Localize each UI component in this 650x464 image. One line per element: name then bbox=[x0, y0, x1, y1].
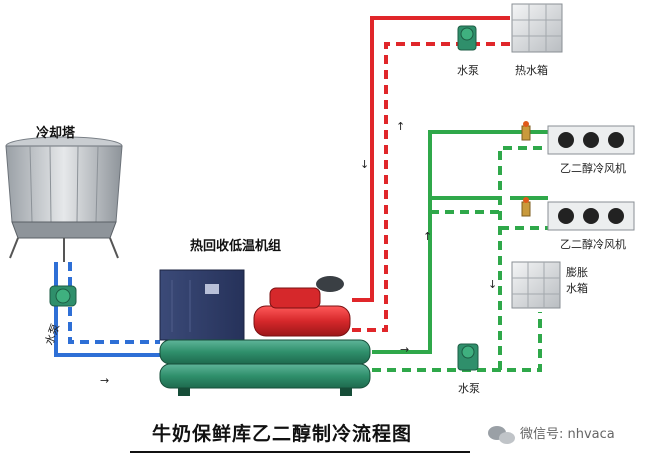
pump-icon bbox=[49, 285, 77, 307]
diagram-title: 牛奶保鲜库乙二醇制冷流程图 bbox=[152, 422, 412, 445]
fan-unit-1-label: 乙二醇冷风机 bbox=[560, 161, 626, 175]
fan-coil-icon-2 bbox=[521, 197, 635, 231]
water-tank-icon bbox=[511, 3, 563, 53]
flow-arrow-down-2: ↓ bbox=[488, 278, 497, 291]
flow-arrow-right-2: → bbox=[100, 374, 109, 387]
pump-bottom-label: 水泵 bbox=[458, 382, 480, 395]
pump-top-icon bbox=[457, 25, 477, 51]
expansion-tank-icon bbox=[511, 261, 561, 309]
pump-left-label: 水泵 bbox=[43, 322, 63, 347]
expansion-tank-label-2: 水箱 bbox=[566, 281, 588, 295]
fan-coil-icon bbox=[521, 121, 635, 155]
cooling-tower-icon bbox=[5, 136, 123, 262]
glycol-return-pipe bbox=[372, 312, 542, 372]
unit-label: 热回收低温机组 bbox=[190, 238, 281, 254]
cooling-tower-label: 冷却塔 bbox=[36, 125, 76, 141]
cooling-water-return-pipe bbox=[68, 262, 160, 344]
flow-arrow-up: ↑ bbox=[396, 120, 405, 133]
hot-water-return-pipe bbox=[352, 42, 510, 332]
flow-arrow-up-2: ↑ bbox=[423, 230, 432, 243]
glycol-supply-pipe bbox=[372, 130, 548, 354]
fan-unit-2-label: 乙二醇冷风机 bbox=[560, 237, 626, 251]
pump-bottom-icon bbox=[457, 343, 479, 371]
wechat-icon bbox=[488, 426, 515, 444]
watermark-text: 微信号: nhvaca bbox=[520, 427, 615, 442]
hot-tank-label: 热水箱 bbox=[515, 63, 548, 77]
pump-top-label: 水泵 bbox=[457, 64, 479, 77]
flow-arrow-right: → bbox=[400, 343, 409, 356]
flow-arrow-down: ↓ bbox=[360, 158, 369, 171]
expansion-tank-label-1: 膨胀 bbox=[566, 265, 588, 279]
chiller-unit-icon bbox=[159, 269, 371, 396]
hot-water-supply-pipe bbox=[352, 16, 510, 302]
